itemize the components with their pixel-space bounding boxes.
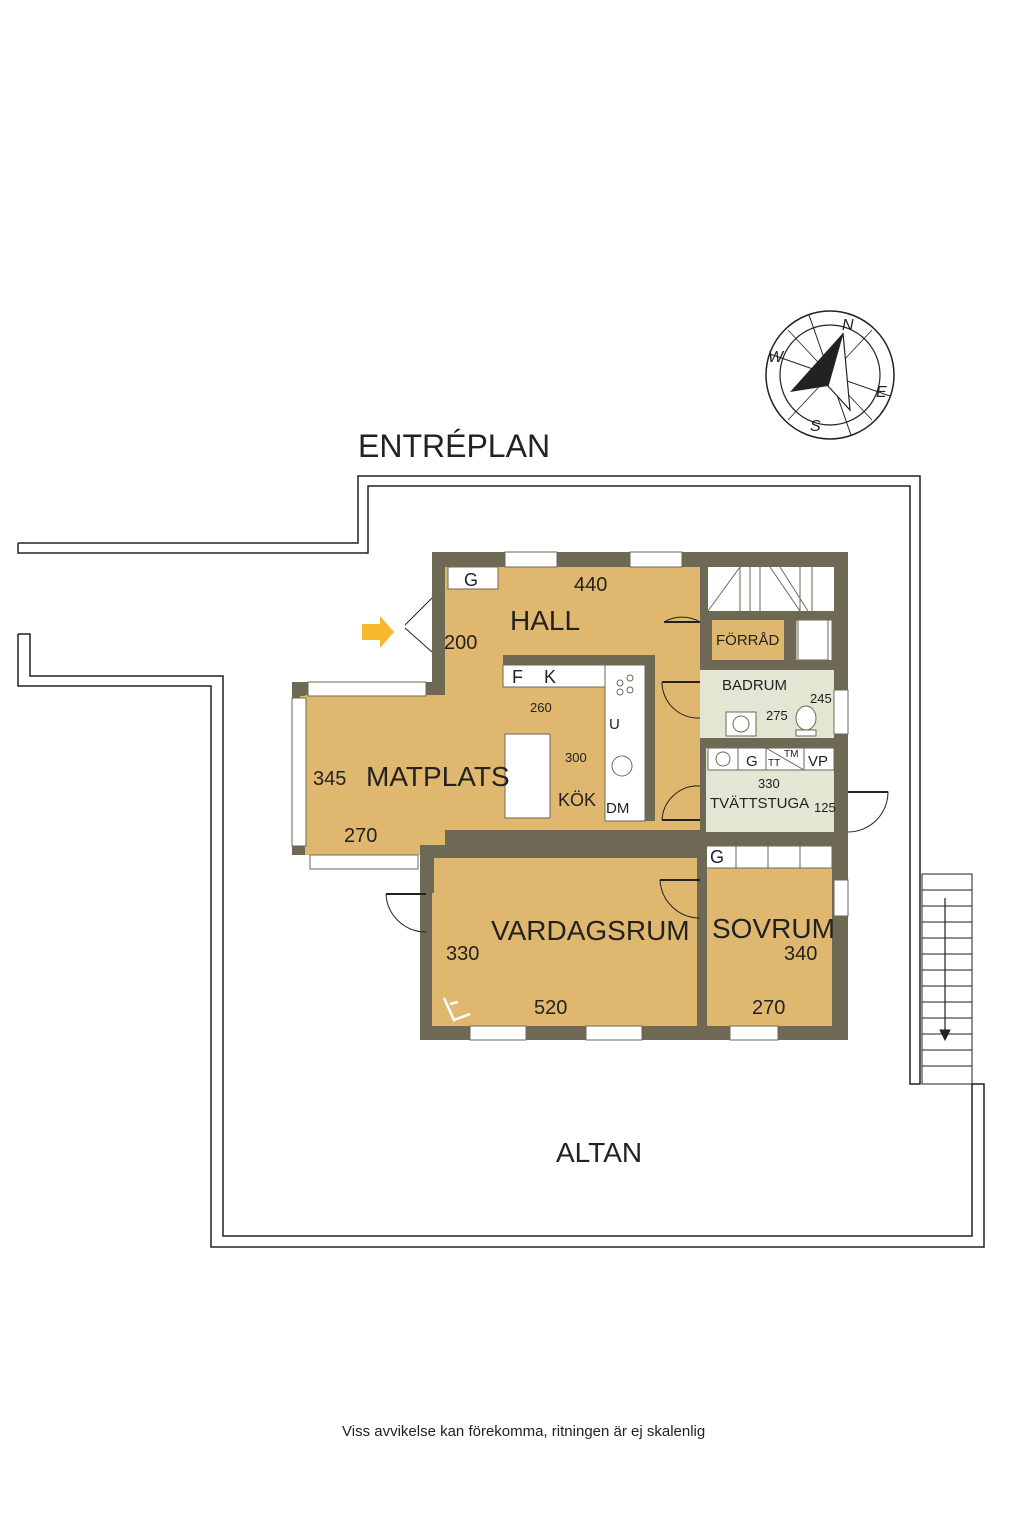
- dim-sovrum-h: 340: [784, 943, 817, 965]
- fixture-hall-wardrobe: G: [464, 570, 478, 590]
- fixture-laundry-wardrobe: G: [746, 753, 758, 770]
- bedroom-wardrobe: [735, 846, 801, 868]
- compass-w: W: [768, 349, 785, 366]
- compass-n: N: [842, 317, 854, 334]
- dim-badrum-w: 275: [766, 708, 788, 723]
- dim-tvattstuga-h: 125: [814, 800, 836, 815]
- room-label-hall: HALL: [510, 605, 580, 636]
- dim-vardagsrum-h: 330: [446, 943, 479, 965]
- dim-kok-h: 300: [565, 750, 587, 765]
- kitchen-counters: [502, 664, 646, 822]
- fixture-water-heater: VP: [808, 753, 828, 770]
- room-label-vardagsrum: VARDAGSRUM: [491, 915, 690, 946]
- room-label-matplats: MATPLATS: [366, 761, 510, 792]
- entry-arrow-icon: [362, 616, 394, 648]
- dim-kok-w: 260: [530, 700, 552, 715]
- indoor-stairs: [707, 566, 813, 612]
- room-label-kok: KÖK: [558, 790, 596, 810]
- room-label-sovrum: SOVRUM: [712, 913, 835, 944]
- fixture-bedroom-wardrobe: G: [710, 847, 724, 867]
- compass-needle-icon: [790, 333, 843, 392]
- fixture-washer: TM: [784, 749, 798, 760]
- dim-badrum-h: 245: [810, 691, 832, 706]
- compass: N E S W: [765, 310, 895, 440]
- fireplace-icon: [442, 997, 471, 1022]
- fixture-oven: U: [609, 716, 620, 733]
- room-label-altan: ALTAN: [556, 1137, 642, 1168]
- dim-sovrum-w: 270: [752, 997, 785, 1019]
- room-label-badrum: BADRUM: [722, 677, 787, 694]
- bathroom-fixtures: [725, 619, 829, 737]
- compass-s: S: [810, 418, 821, 435]
- room-label-tvattstuga: TVÄTTSTUGA: [710, 795, 809, 812]
- compass-e: E: [876, 384, 887, 401]
- dim-matplats-h: 345: [313, 768, 346, 790]
- dim-vardagsrum-w: 520: [534, 997, 567, 1019]
- windows: [291, 551, 849, 1041]
- dim-hall-h: 200: [444, 632, 477, 654]
- dim-hall-w: 440: [574, 574, 607, 596]
- fixture-dishwasher: DM: [606, 800, 629, 817]
- dim-tvattstuga-w: 330: [758, 776, 780, 791]
- fixture-dryer: TT: [768, 758, 780, 769]
- hall-wardrobe: [447, 566, 499, 590]
- doors: [385, 597, 889, 933]
- outdoor-stairs: [921, 873, 973, 1085]
- dim-matplats-w: 270: [344, 825, 377, 847]
- room-label-forrad: FÖRRÅD: [716, 631, 780, 649]
- fixture-fridge: F: [512, 667, 523, 687]
- laundry-appliances: [707, 747, 835, 771]
- interior-walls: [420, 611, 848, 1040]
- plan-title: ENTRÉPLAN: [358, 428, 550, 464]
- fixture-freezer: K: [544, 667, 556, 687]
- footnote: Viss avvikelse kan förekomma, ritningen …: [342, 1423, 705, 1440]
